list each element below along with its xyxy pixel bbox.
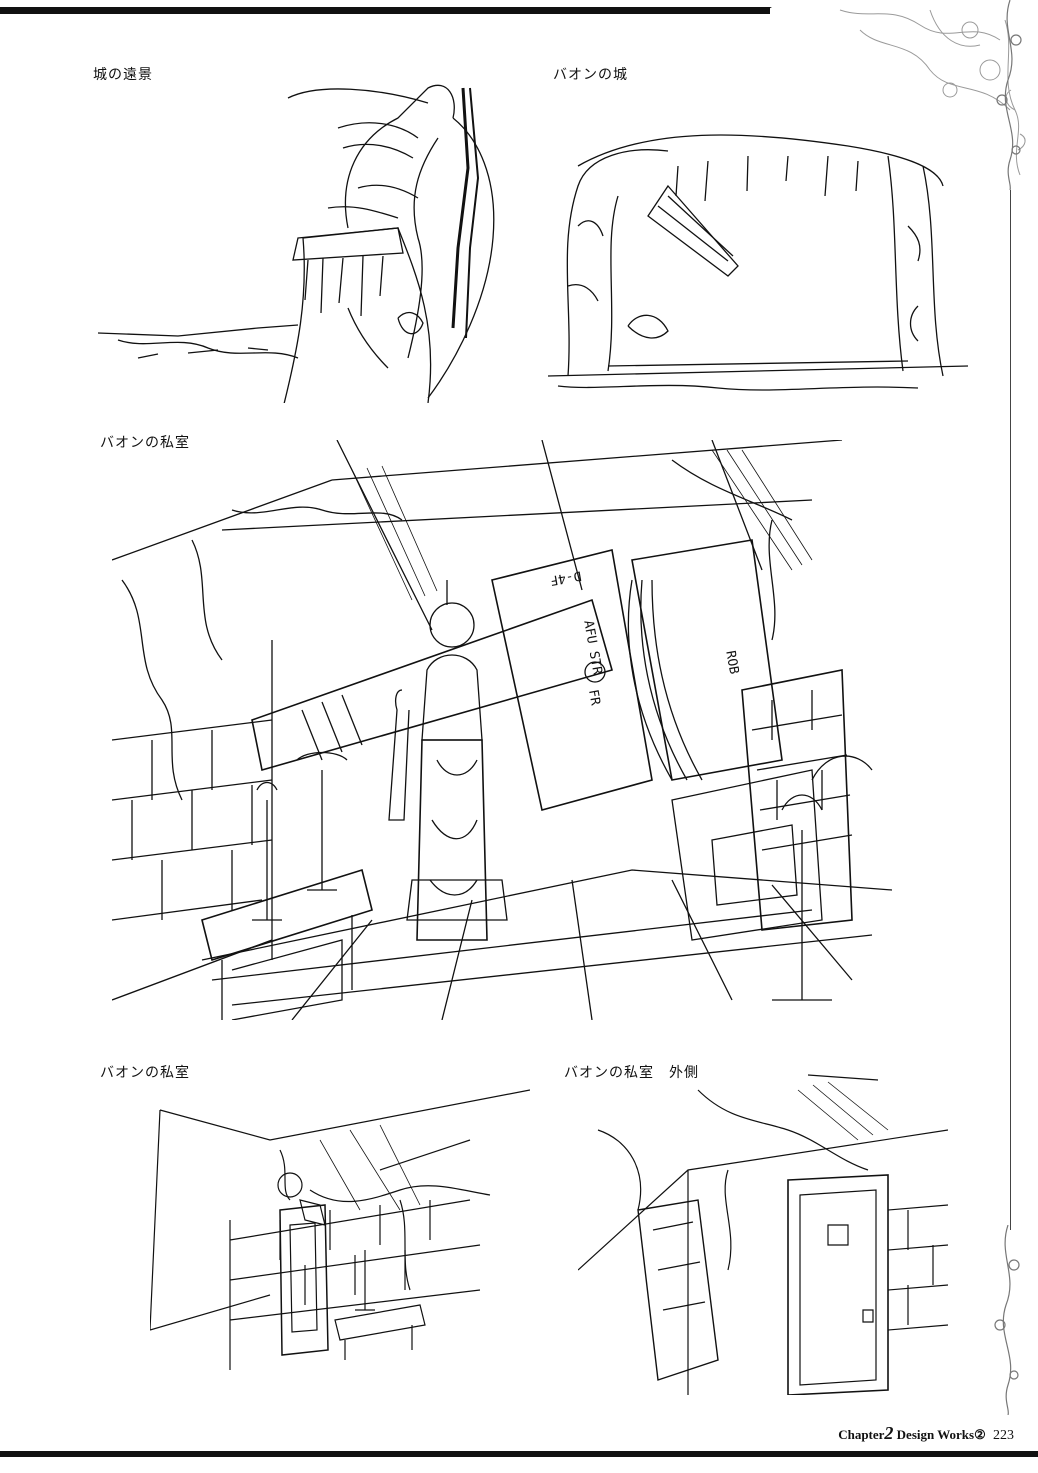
scroll-vine-right-lower [988,1224,1028,1416]
footer-chapter-number: 2 [884,1423,894,1443]
sign-fr: FR [585,688,603,707]
footer-section: Design Works② [896,1427,986,1442]
page-number: 223 [993,1428,1014,1443]
footer-chapter-word: Chapter [838,1427,885,1442]
floral-ornament-top [830,0,1038,180]
caption-baon-room-main: バオンの私室 [100,435,190,451]
caption-baon-room-small: バオンの私室 [100,1065,190,1081]
sketch-baon-room-outside [578,1070,948,1395]
top-rule-tip [760,7,772,14]
caption-baon-castle: バオンの城 [553,67,628,83]
vertical-rule-right [1010,190,1011,1230]
sketch-baon-room-small [150,1080,530,1380]
top-rule [0,7,770,14]
sketch-baon-castle [548,126,968,401]
scroll-vine-right-upper [990,0,1030,191]
sketch-castle-distant [98,78,518,403]
caption-castle-distant: 城の遠景 [93,67,153,83]
sketch-baon-room-main [112,440,942,1020]
bottom-rule [0,1451,1038,1457]
caption-baon-room-outside: バオンの私室 外側 [564,1065,699,1081]
page-footer: Chapter2 Design Works② 223 [838,1423,1014,1444]
